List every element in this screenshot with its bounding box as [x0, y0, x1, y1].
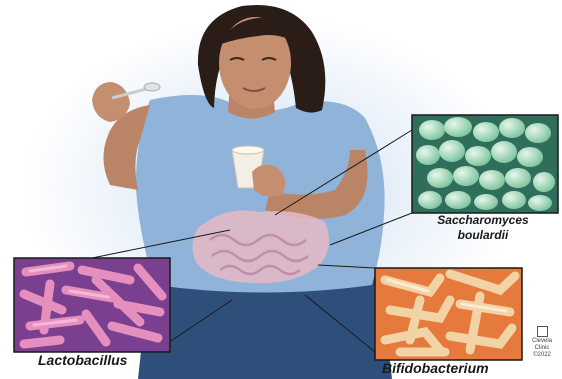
clinic-logo: Clevela Clinic ©2022: [525, 326, 559, 359]
saccharomyces-label: Saccharomyces boulardii: [418, 213, 548, 243]
logo-line2: Clinic: [525, 345, 559, 352]
saccharomyces-label-line2: boulardii: [458, 228, 509, 242]
lactobacillus-panel: [14, 258, 170, 352]
intestines: [192, 210, 329, 283]
lactobacillus-label: Lactobacillus: [38, 352, 127, 368]
saccharomyces-panel: [412, 115, 558, 213]
logo-mark-icon: [537, 326, 548, 337]
bifidobacterium-label: Bifidobacterium: [382, 360, 489, 376]
cup-rim: [232, 146, 264, 154]
logo-line3: ©2022: [525, 352, 559, 359]
saccharomyces-label-line1: Saccharomyces: [437, 213, 528, 227]
logo-line1: Clevela: [525, 338, 559, 345]
bifidobacterium-panel: [375, 268, 522, 360]
spoon-head: [144, 83, 160, 91]
